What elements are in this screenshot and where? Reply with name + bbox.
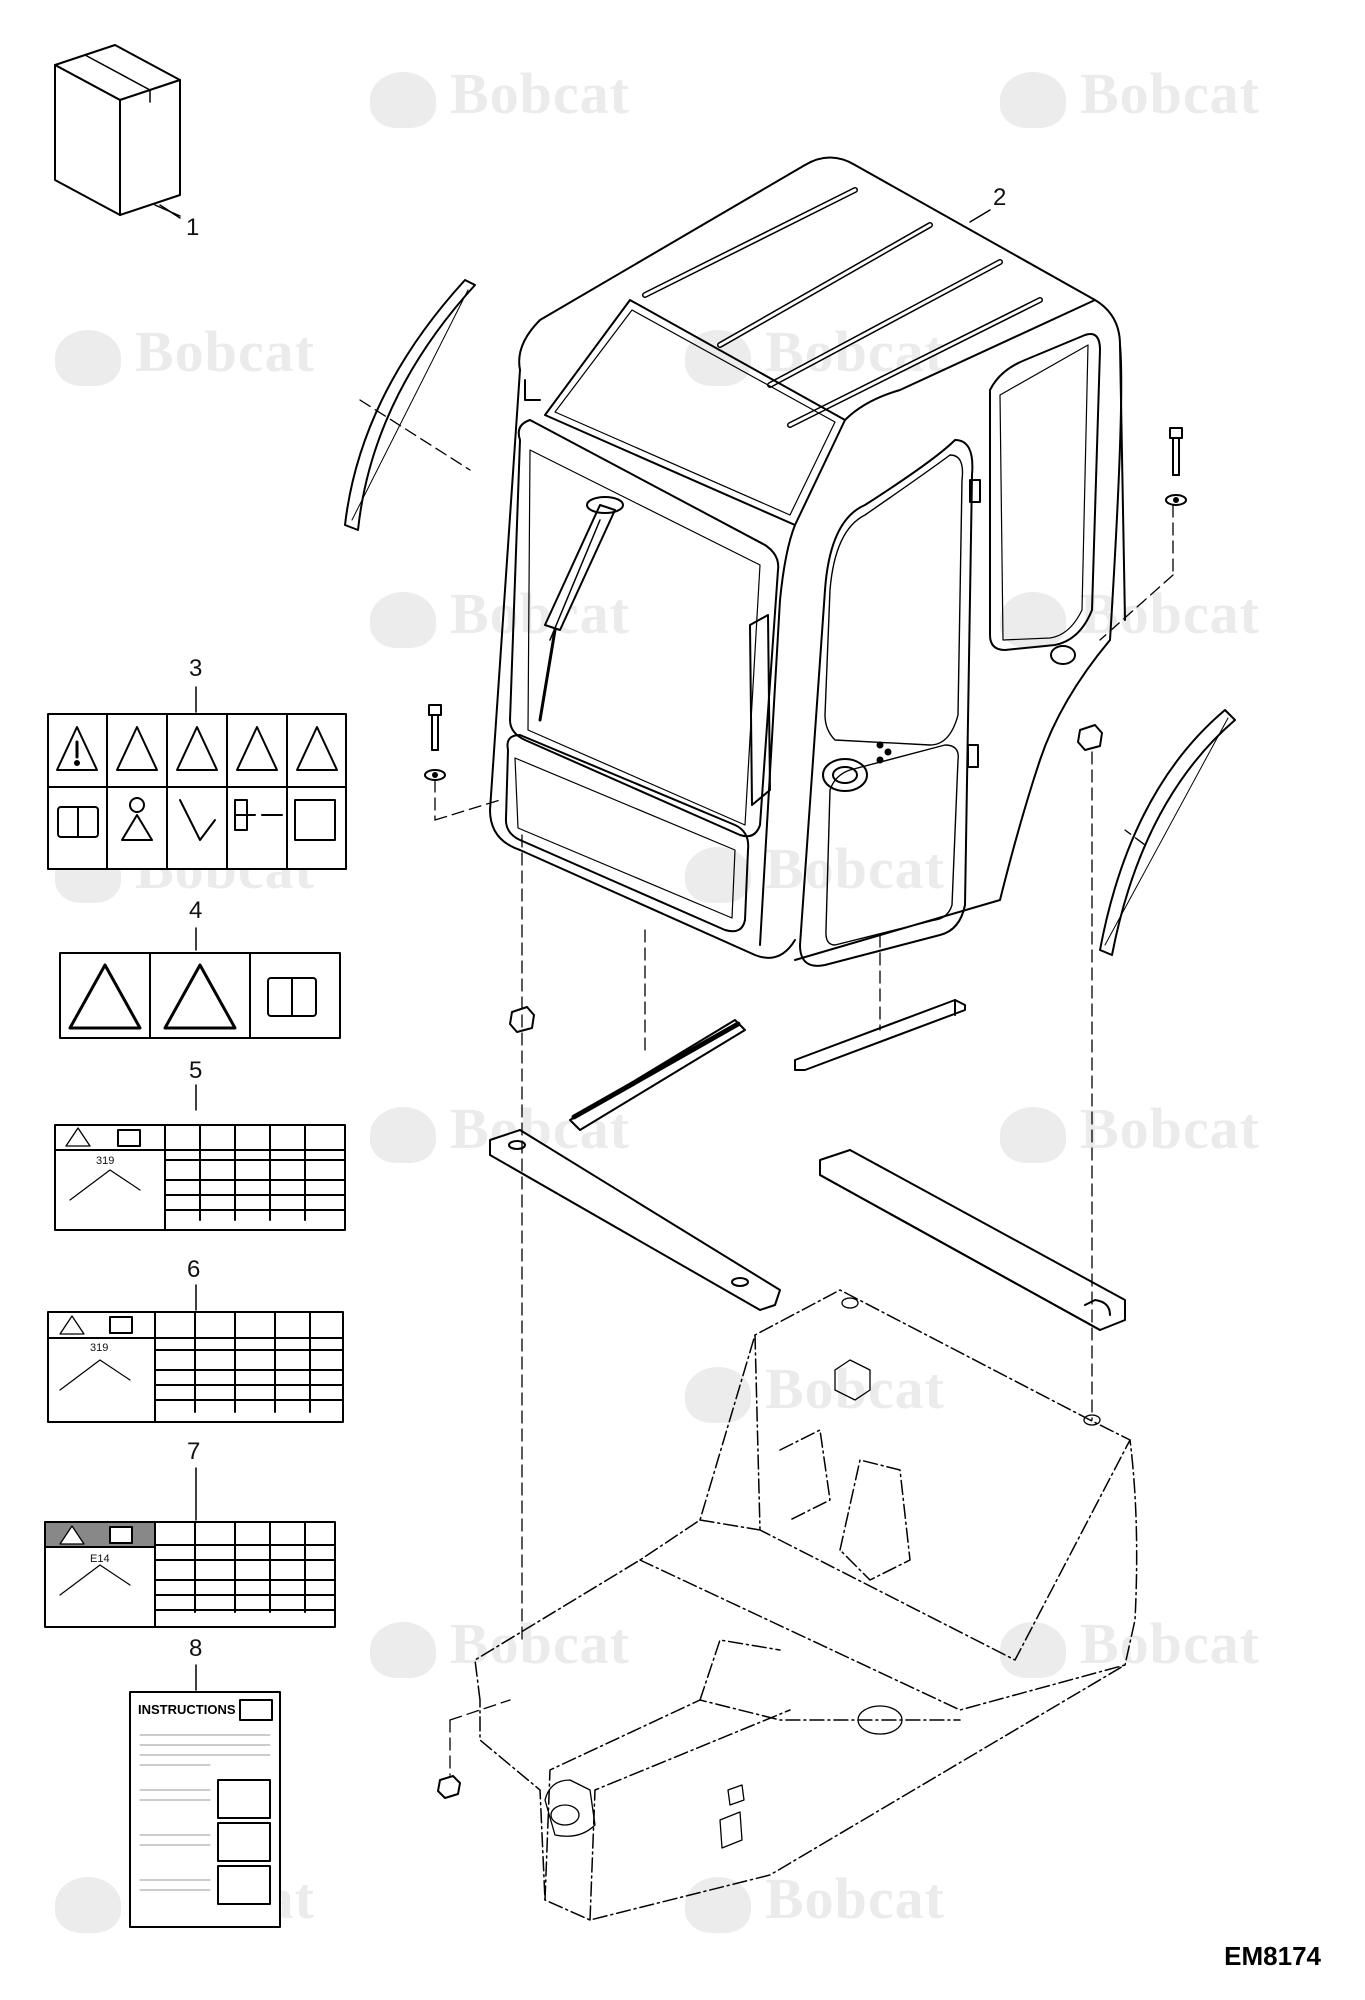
watermark: Bobcat <box>1000 1095 1260 1163</box>
instructions-manual <box>129 1691 281 1928</box>
box-part <box>54 44 181 217</box>
watermark: Bobcat <box>370 1095 630 1163</box>
nut-right <box>1077 724 1103 751</box>
bobcat-logo-icon <box>370 591 436 648</box>
decal-model-label: 319 <box>96 1155 115 1167</box>
bobcat-logo-icon <box>370 71 436 128</box>
bobcat-logo-icon <box>1000 1621 1066 1678</box>
bolt-left <box>424 704 446 781</box>
bobcat-logo-icon <box>1000 1106 1066 1163</box>
bobcat-logo-icon <box>685 1876 751 1933</box>
watermark: Bobcat <box>685 1865 945 1933</box>
bobcat-logo-icon <box>1000 71 1066 128</box>
lift-chart-decal-6 <box>47 1311 344 1423</box>
watermark: Bobcat <box>1000 1610 1260 1678</box>
callout-4: 4 <box>189 897 203 924</box>
figure-code: EM8174 <box>1224 1941 1321 1971</box>
callout-3: 3 <box>189 655 203 682</box>
bobcat-logo-icon <box>370 1621 436 1678</box>
watermark: Bobcat <box>370 1610 630 1678</box>
decal-model-label: E14 <box>90 1553 110 1565</box>
seal-strip-left <box>344 279 476 531</box>
instructions-title: INSTRUCTIONS <box>138 1702 236 1717</box>
callout-6: 6 <box>187 1256 201 1283</box>
bobcat-logo-icon <box>685 1366 751 1423</box>
leader-lines <box>159 204 991 1691</box>
watermark: Bobcat <box>370 580 630 648</box>
mounting-plate-left <box>489 1129 781 1311</box>
watermark: Bobcat <box>1000 60 1260 128</box>
watermark: Bobcat <box>685 835 945 903</box>
callout-2: 2 <box>993 184 1007 211</box>
lift-chart-decal-7 <box>44 1521 336 1628</box>
watermark: Bobcat <box>370 60 630 128</box>
strip-rear <box>794 999 966 1071</box>
assembly-lines <box>359 399 1174 1776</box>
bobcat-logo-icon <box>370 1106 436 1163</box>
strip-seal-front <box>569 1019 746 1131</box>
bobcat-logo-icon <box>55 1876 121 1933</box>
watermark: Bobcat <box>685 1355 945 1423</box>
frame-base <box>474 1289 1138 1921</box>
callout-1: 1 <box>186 214 200 241</box>
decal-safety-4 <box>59 952 341 1039</box>
mounting-plate-right <box>819 1149 1126 1331</box>
callout-8: 8 <box>189 1635 203 1662</box>
bobcat-logo-icon <box>55 329 121 386</box>
bolt-right <box>1165 427 1187 506</box>
nut-bottom <box>437 1775 461 1799</box>
frame-details <box>544 1297 1101 1849</box>
cab-part <box>489 156 1126 967</box>
lift-chart-decal-5 <box>54 1124 346 1231</box>
bobcat-logo-icon <box>685 846 751 903</box>
watermark: Bobcat <box>55 318 315 386</box>
decal-safety-3 <box>47 713 347 870</box>
callout-5: 5 <box>189 1057 203 1084</box>
seal-strip-right <box>1099 709 1236 956</box>
callout-7: 7 <box>187 1438 201 1465</box>
decal-model-label: 319 <box>90 1342 109 1354</box>
